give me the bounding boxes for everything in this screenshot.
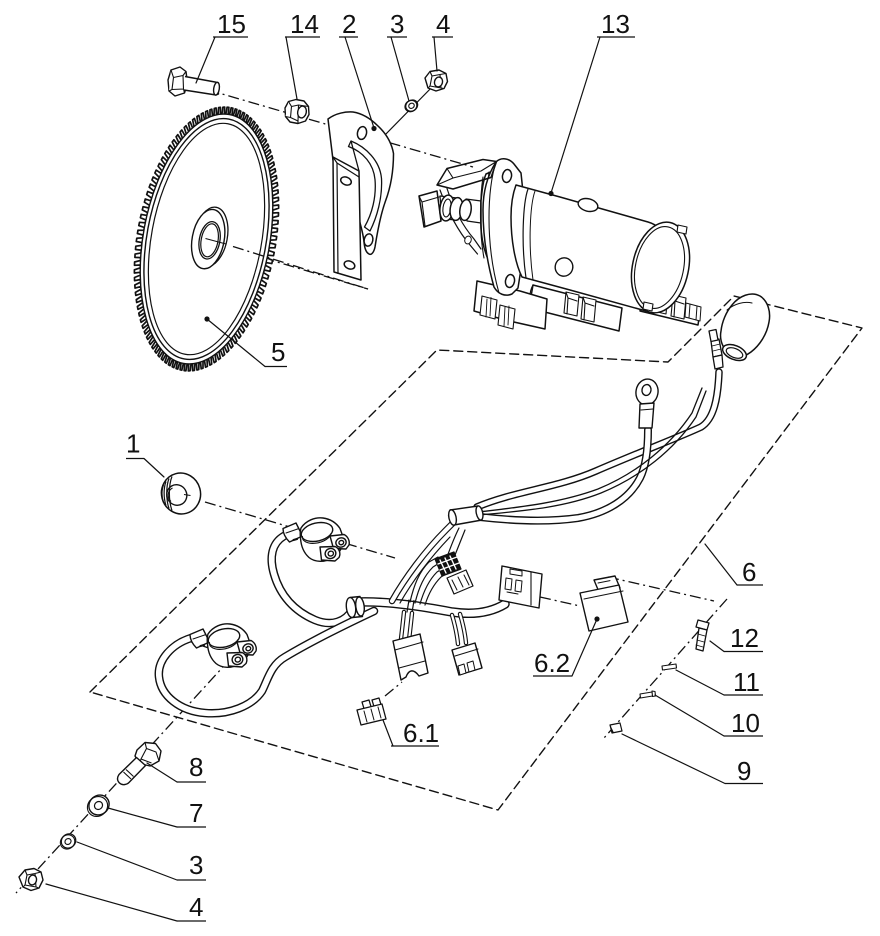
svg-text:6.2: 6.2: [534, 648, 570, 678]
svg-text:3: 3: [189, 850, 203, 880]
svg-text:2: 2: [342, 9, 356, 39]
svg-text:11: 11: [733, 667, 760, 697]
svg-text:7: 7: [189, 798, 203, 828]
svg-text:4: 4: [436, 9, 450, 39]
svg-text:12: 12: [730, 623, 759, 653]
svg-text:10: 10: [731, 708, 760, 738]
svg-text:5: 5: [271, 337, 285, 367]
svg-text:9: 9: [737, 756, 751, 786]
svg-text:1: 1: [126, 429, 140, 459]
svg-text:6: 6: [742, 557, 756, 587]
svg-text:14: 14: [290, 9, 319, 39]
svg-text:3: 3: [390, 9, 404, 39]
svg-text:8: 8: [189, 752, 203, 782]
svg-text:6.1: 6.1: [403, 718, 439, 748]
svg-text:15: 15: [217, 9, 246, 39]
svg-text:13: 13: [601, 9, 630, 39]
svg-text:4: 4: [189, 892, 203, 922]
